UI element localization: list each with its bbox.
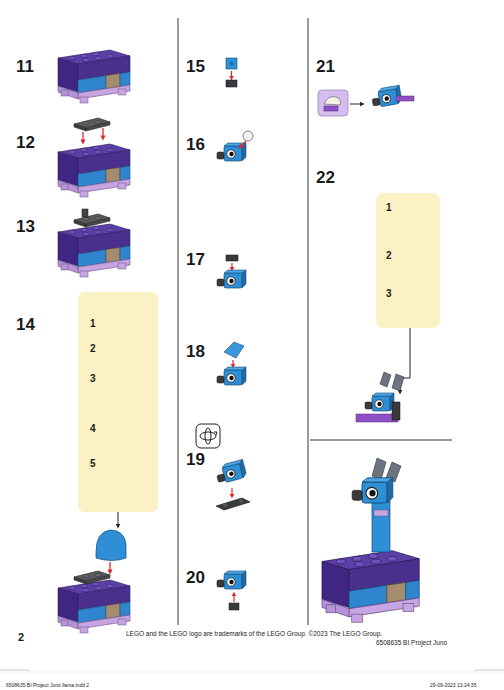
step-13-model — [58, 209, 130, 277]
step-12-model — [58, 118, 130, 197]
step-22-model — [356, 372, 404, 422]
substep-panel: 1 2 3 — [376, 193, 440, 328]
substep-number: 4 — [90, 424, 96, 434]
crop-marks — [0, 670, 504, 672]
step-16-parts — [217, 131, 253, 161]
step-number: 22 — [316, 169, 335, 186]
step-number: 18 — [186, 343, 205, 360]
step-number: 13 — [16, 218, 35, 235]
step-number: 15 — [186, 58, 205, 75]
final-llama — [322, 458, 419, 622]
substep-panel: 1 2 3 4 5 — [78, 292, 158, 512]
step-14-model — [58, 530, 130, 633]
step-17-parts — [217, 255, 246, 288]
step-19-parts — [214, 459, 250, 510]
file-slug: 6508635 BI Project Juno llama.indd 2 — [6, 683, 89, 688]
step-number: 17 — [186, 251, 205, 268]
step-11-model — [58, 50, 130, 103]
step-15-parts — [226, 58, 237, 87]
page-number: 2 — [18, 632, 24, 643]
substep-number: 5 — [90, 459, 96, 469]
step-number: 21 — [316, 58, 335, 75]
step-number: 14 — [16, 316, 35, 333]
step-14-arrow — [118, 512, 119, 526]
step-number: 19 — [186, 451, 205, 468]
substep-number: 1 — [90, 319, 96, 329]
step-number: 12 — [16, 134, 35, 151]
substep-number: 2 — [90, 344, 96, 354]
step-21-parts — [318, 85, 414, 116]
step-number: 16 — [186, 136, 205, 153]
print-timestamp: 29-09-2023 13:24:35 — [430, 683, 476, 688]
trademark-note: LEGO and the LEGO logo are trademarks of… — [126, 631, 382, 638]
step-18-parts — [217, 342, 246, 385]
product-code: 6508635 BI Project Juno — [376, 640, 447, 647]
substep-number: 3 — [386, 289, 392, 299]
rotate-icon — [196, 424, 220, 448]
step-20-parts — [217, 571, 246, 610]
page-rules — [178, 18, 452, 625]
substep-number: 1 — [386, 203, 392, 213]
step-number: 11 — [16, 58, 34, 75]
step-number: 20 — [186, 569, 205, 586]
substep-number: 2 — [386, 251, 392, 261]
substep-number: 3 — [90, 374, 96, 384]
